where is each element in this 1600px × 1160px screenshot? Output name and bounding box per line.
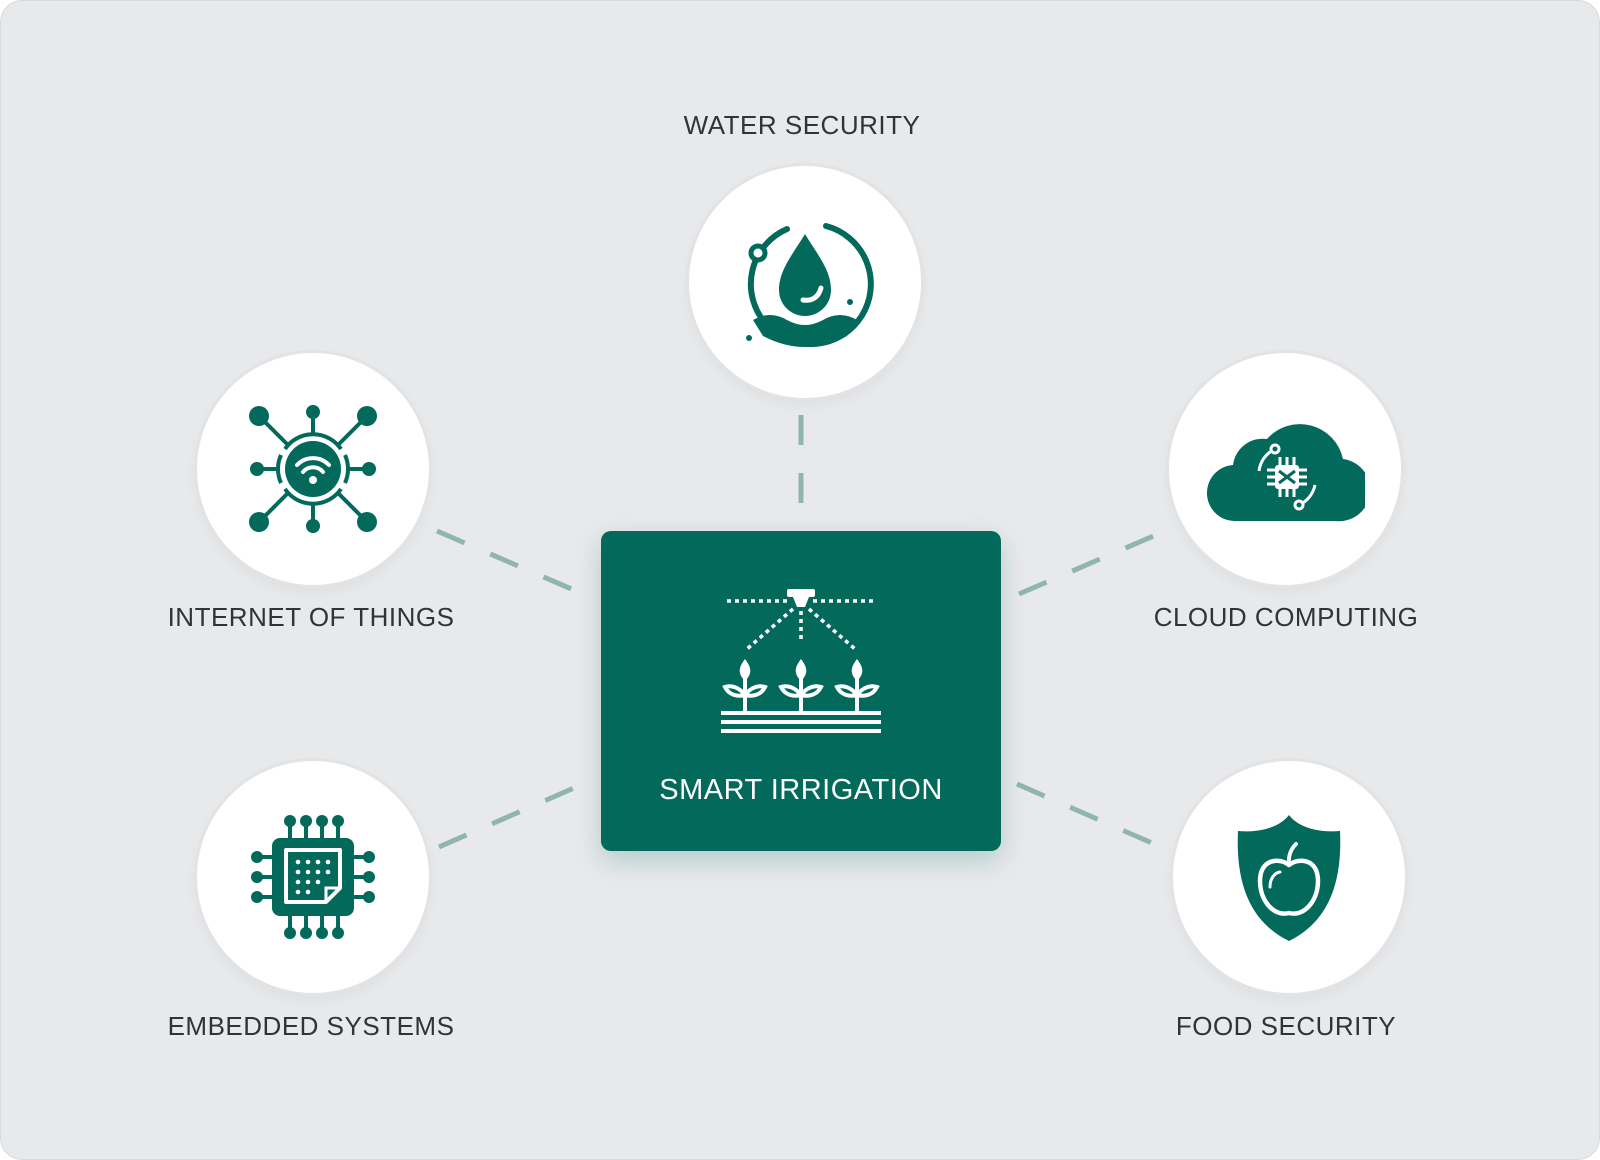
water-drop-cycle-icon <box>735 212 875 352</box>
connector-cloud-computing <box>1018 528 1166 597</box>
microchip-icon <box>248 812 378 942</box>
node-label-food-security: FOOD SECURITY <box>1175 1011 1397 1041</box>
node-water-security <box>689 166 921 398</box>
node-label-water-security: WATER SECURITY <box>683 110 921 140</box>
center-label: SMART IRRIGATION <box>659 774 943 806</box>
iot-network-icon <box>243 399 383 539</box>
node-label-embedded-systems: EMBEDDED SYSTEMS <box>167 1011 455 1041</box>
connector-internet-of-things <box>436 528 584 597</box>
connector-food-security <box>1015 781 1163 850</box>
connector-embedded-systems <box>437 781 585 850</box>
node-cloud-computing <box>1169 353 1401 585</box>
cloud-chip-icon <box>1205 399 1365 539</box>
node-label-internet-of-things: INTERNET OF THINGS <box>167 602 455 632</box>
sprinkler-plants-icon <box>721 583 881 748</box>
center-node-smart-irrigation: SMART IRRIGATION <box>601 531 1001 851</box>
shield-apple-icon <box>1224 807 1354 947</box>
node-embedded-systems <box>197 761 429 993</box>
node-internet-of-things <box>197 353 429 585</box>
node-label-cloud-computing: CLOUD COMPUTING <box>1153 602 1419 632</box>
node-food-security <box>1173 761 1405 993</box>
